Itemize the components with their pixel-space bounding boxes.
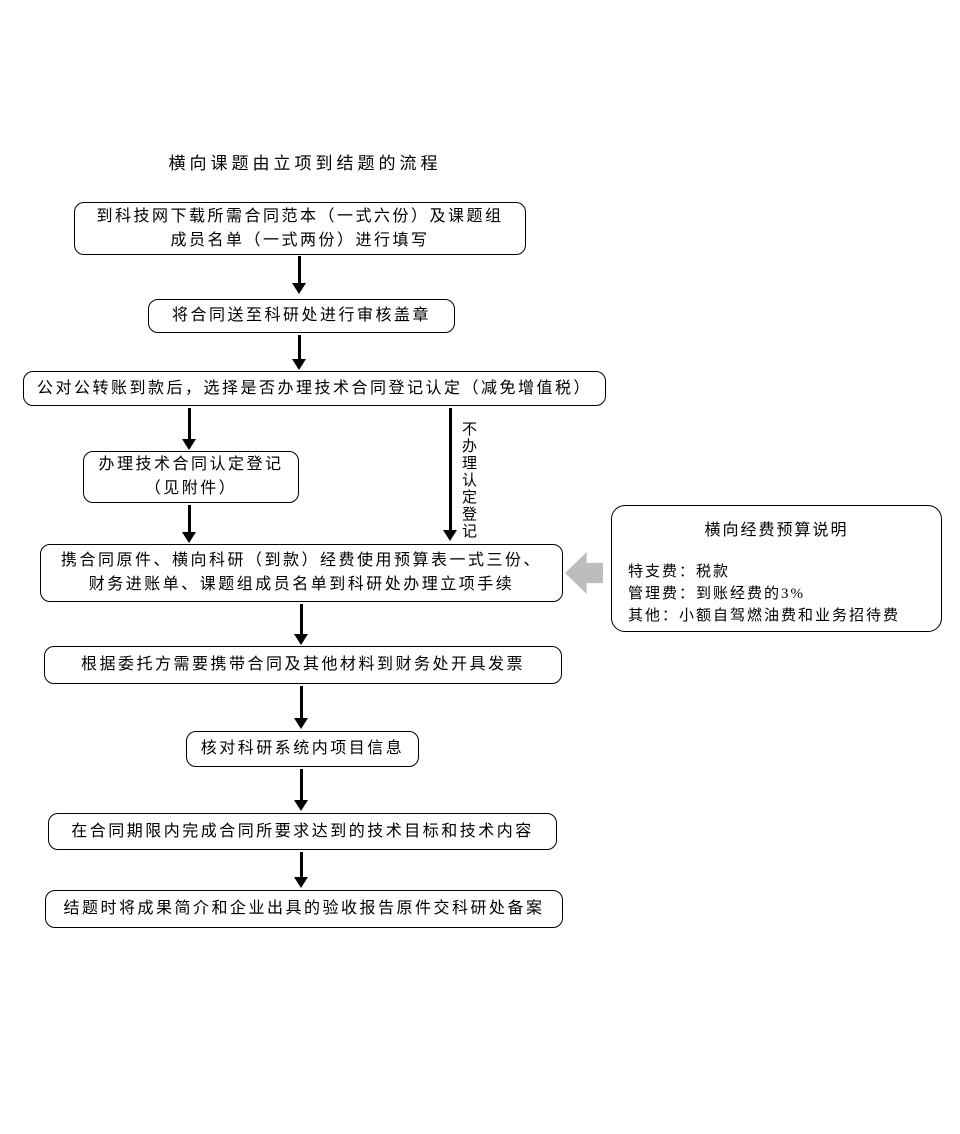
node-text-line: 核对科研系统内项目信息 [200,740,405,757]
arrow-shaft [187,408,191,441]
flow-arrow-complete-to-archive [293,852,309,888]
budget-note-box: 横向经费预算说明 特支费：税款 管理费：到账经费的3% 其他：小额自驾燃油费和业… [611,505,942,632]
arrow-head-icon [293,718,308,729]
arrow-shaft [299,604,303,636]
arrow-head-icon [291,283,306,294]
node-text-line: 公对公转账到款后，选择是否办理技术合同登记认定（减免增值税） [36,379,592,397]
arrow-head-icon [181,439,196,450]
flow-arrow-choice-to-register [181,408,197,450]
node-text-line: 到科技网下载所需合同范本（一式六份）及课题组 [96,207,504,225]
node-payment-received-choice: 公对公转账到款后，选择是否办理技术合同登记认定（减免增值税） [23,371,606,406]
node-text-line: 根据委托方需要携带合同及其他材料到财务处开具发票 [80,656,525,673]
note-lines: 特支费：税款 管理费：到账经费的3% 其他：小额自驾燃油费和业务招待费 [628,561,900,627]
arrow-shaft [299,769,303,802]
branch-label-no-register: 不办理认定登记 [460,421,476,540]
node-text-line: 办理技术合同认定登记 [98,456,284,473]
arrow-head-icon [293,800,308,811]
node-contract-review-stamp: 将合同送至科研处进行审核盖章 [148,299,455,333]
node-invoice-issue: 根据委托方需要携带合同及其他材料到财务处开具发票 [44,646,562,684]
arrow-head-icon [293,634,308,645]
node-complete-technical-goals: 在合同期限内完成合同所要求达到的技术目标和技术内容 [48,813,557,850]
note-pointer-arrow-icon [565,552,603,594]
flow-arrow-download-to-review [291,256,307,294]
arrow-head-icon [442,530,457,541]
node-final-archive: 结题时将成果简介和企业出具的验收报告原件交科研处备案 [45,890,563,928]
node-text-line: 将合同送至科研处进行审核盖章 [171,307,431,324]
note-title: 横向经费预算说明 [704,522,849,539]
arrow-head-icon [291,359,306,370]
arrow-shaft [187,505,191,534]
note-line: 特支费：税款 [628,564,731,580]
node-text-line: 成员名单（一式两份）进行填写 [170,231,430,249]
arrow-head-icon [293,877,308,888]
node-verify-system-info: 核对科研系统内项目信息 [186,731,419,767]
flow-arrow-register-to-setup [181,505,197,543]
flow-arrow-setup-to-invoice [293,604,309,645]
node-technical-contract-register: 办理技术合同认定登记 （见附件） [83,451,299,503]
node-project-setup-procedure: 携合同原件、横向科研（到款）经费使用预算表一式三份、 财务进账单、课题组成员名单… [40,544,563,602]
arrow-shaft [297,256,301,285]
note-line: 管理费：到账经费的3% [628,586,805,602]
flow-arrow-verify-to-complete [293,769,309,811]
node-download-contract: 到科技网下载所需合同范本（一式六份）及课题组 成员名单（一式两份）进行填写 [74,202,526,255]
node-text-line: 在合同期限内完成合同所要求达到的技术目标和技术内容 [71,822,534,840]
flow-arrow-review-to-payment [291,335,307,370]
node-text-line: 携合同原件、横向科研（到款）经费使用预算表一式三份、 [60,552,542,569]
node-text-line: 结题时将成果简介和企业出具的验收报告原件交科研处备案 [63,900,545,917]
flow-arrow-invoice-to-verify [293,686,309,729]
arrow-shaft [299,686,303,720]
node-text-line: （见附件） [144,480,238,497]
arrow-shaft [448,408,452,532]
arrow-head-icon [181,532,196,543]
arrow-shaft [299,852,303,879]
node-text-line: 财务进账单、课题组成员名单到科研处办理立项手续 [88,576,515,593]
note-line: 其他：小额自驾燃油费和业务招待费 [628,608,901,624]
page-title: 横向课题由立项到结题的流程 [168,154,442,173]
flow-arrow-no-register-branch [442,408,458,541]
arrow-shaft [297,335,301,361]
